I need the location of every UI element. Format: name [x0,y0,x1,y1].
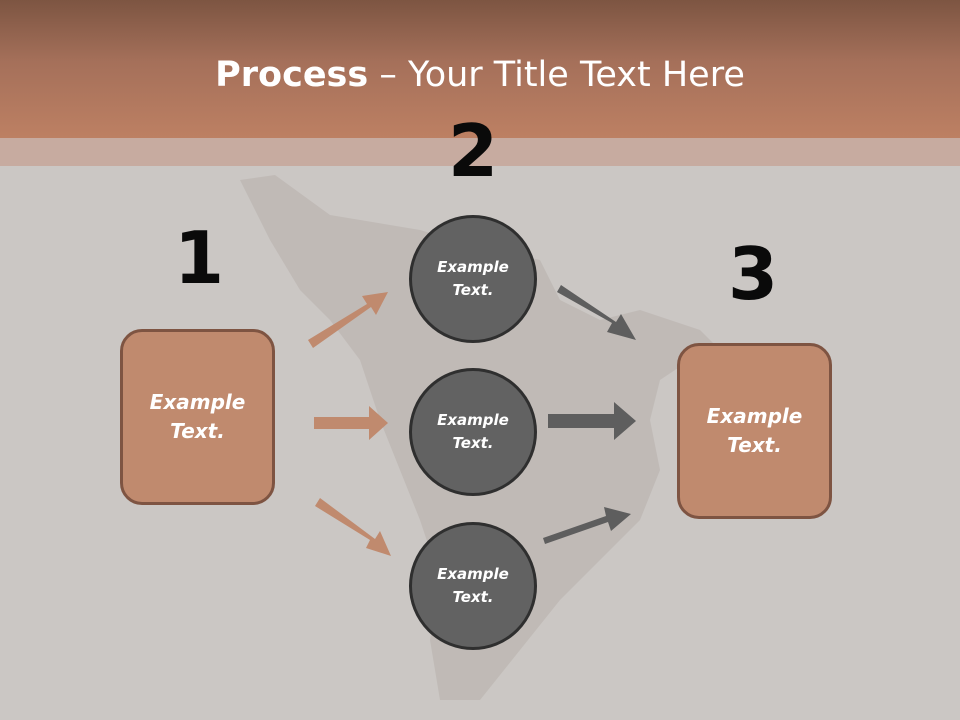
page-title: Process – Your Title Text Here [0,52,960,98]
step-1-label: Example Text. [149,390,246,443]
step-1-box: Example Text. [120,329,275,505]
circle-top: Example Text. [409,215,537,343]
circle-bottom-label: Example Text. [437,565,509,606]
title-rest: – Your Title Text Here [368,55,745,95]
circle-bottom: Example Text. [409,522,537,650]
header-bar [0,0,960,138]
step-number-2: 2 [447,109,499,193]
step-3-box: Example Text. [677,343,832,519]
step-3-label: Example Text. [706,404,803,457]
header-band [0,138,960,166]
step-number-1: 1 [173,216,225,300]
circle-middle-label: Example Text. [437,411,509,452]
circle-top-label: Example Text. [437,258,509,299]
circle-middle: Example Text. [409,368,537,496]
title-bold: Process [215,55,369,95]
step-number-3: 3 [727,232,779,316]
